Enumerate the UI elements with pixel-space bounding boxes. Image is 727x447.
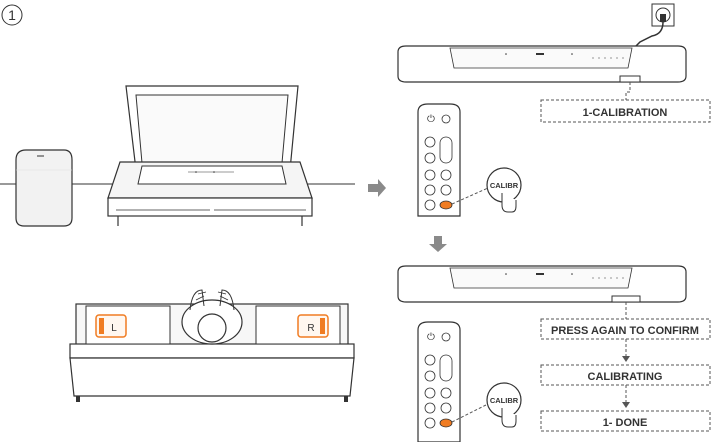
status-box-press-again: PRESS AGAIN TO CONFIRM [540, 318, 711, 340]
power-icon: ⏻ [427, 332, 435, 343]
listener-person [181, 289, 243, 345]
callout-line-top [625, 82, 631, 100]
subwoofer [15, 149, 73, 227]
right-speaker-label: R [307, 323, 314, 334]
status-text-calibrating: CALIBRATING [588, 371, 663, 383]
arrow-down-icon [429, 236, 447, 252]
finger-press-icon [501, 408, 517, 428]
status-box-calibration: 1-CALIBRATION [540, 99, 711, 123]
status-box-done: 1- DONE [540, 410, 711, 432]
arrow-right-icon [368, 179, 386, 197]
step-number: 1 [8, 7, 16, 23]
power-icon: ⏻ [427, 114, 435, 125]
left-speaker-label: L [111, 323, 117, 334]
calibrate-button-label-1: CALIBR [490, 181, 519, 190]
remote-control-1: ⏻ [417, 103, 461, 217]
soundbar-top [397, 45, 687, 83]
left-speaker: L [95, 314, 127, 338]
finger-press-icon [501, 193, 517, 213]
right-speaker: R [297, 314, 329, 338]
power-plug-icon [635, 3, 675, 47]
flow-arrow-2 [622, 385, 630, 408]
calibrate-callout-1: CALIBR [451, 167, 522, 213]
remote-control-2: ⏻ [417, 321, 461, 443]
flow-arrow-1 [622, 339, 630, 362]
status-text-done: 1- DONE [603, 417, 648, 429]
tv-stand [107, 161, 313, 226]
step-badge: 1 [1, 4, 23, 26]
calibrate-callout-2: CALIBR [451, 382, 522, 428]
calibrate-button-label-2: CALIBR [490, 396, 519, 405]
status-box-calibrating: CALIBRATING [540, 364, 711, 386]
soundbar-bottom [397, 265, 687, 303]
status-text-press-again: PRESS AGAIN TO CONFIRM [551, 325, 699, 337]
status-text-calibration: 1-CALIBRATION [583, 107, 668, 119]
tv [125, 85, 299, 175]
